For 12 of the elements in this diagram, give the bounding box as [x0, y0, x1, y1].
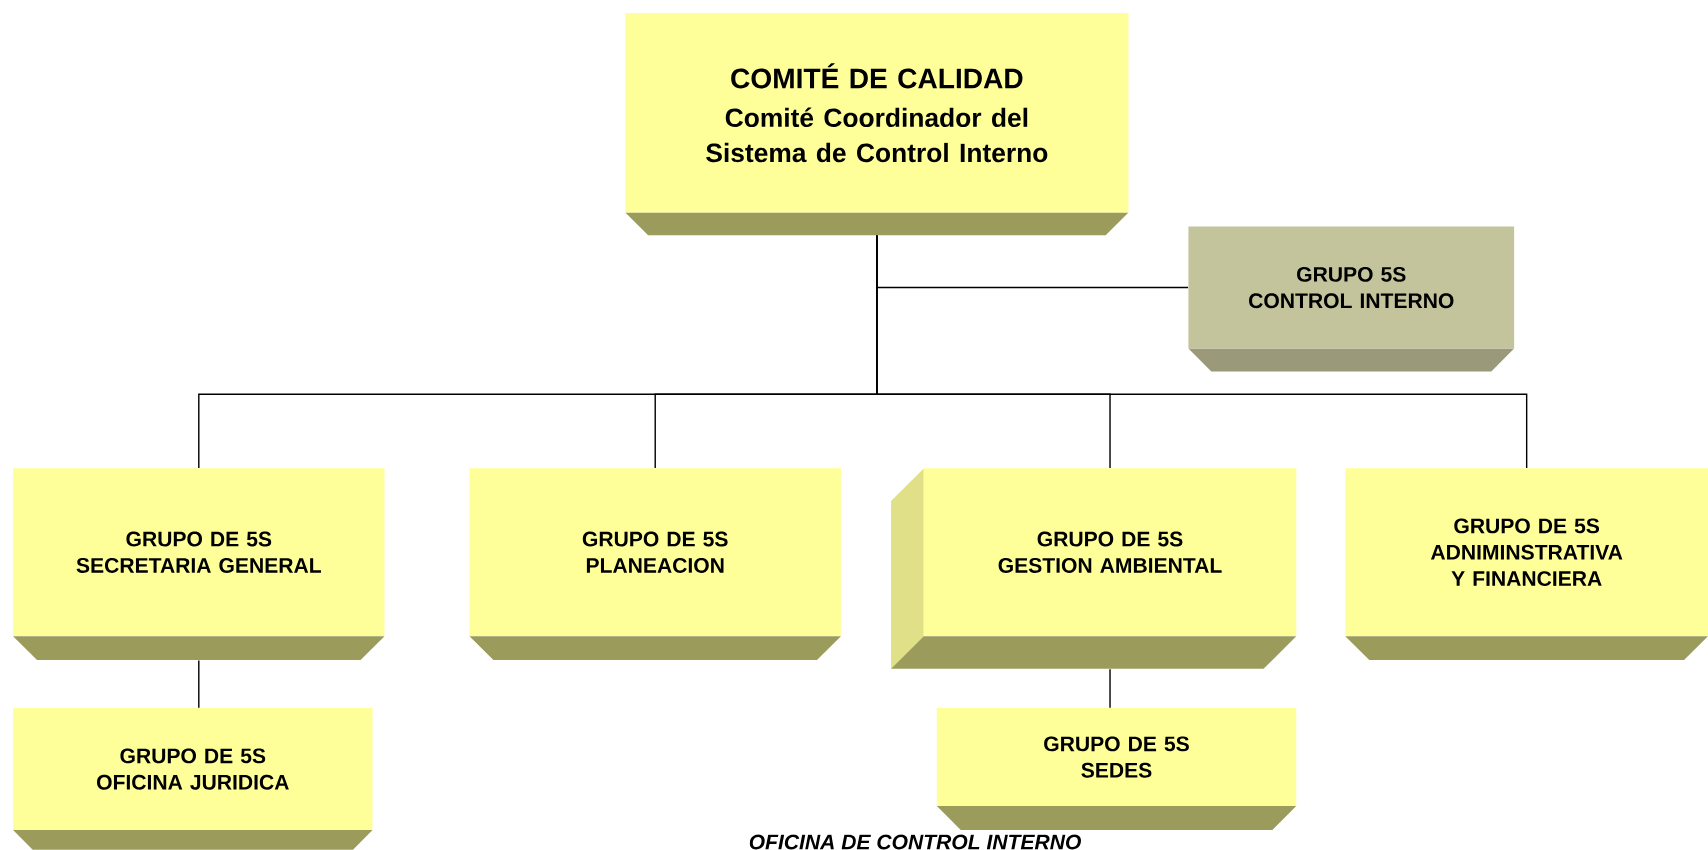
- connector-line: [1109, 668, 1111, 709]
- org-box: COMITÉ DE CALIDAD Comité Coordinador del Sistema de Control Interno: [625, 13, 1129, 236]
- org-box: GRUPO DE 5S GESTION AMBIENTAL: [891, 468, 1297, 669]
- org-box: GRUPO DE 5S OFICINA JURIDICA: [13, 708, 373, 850]
- connector-line: [198, 659, 200, 709]
- org-box: GRUPO 5S CONTROL INTERNO: [1188, 226, 1515, 372]
- org-box: GRUPO DE 5S ADNIMINSTRATIVA Y FINANCIERA: [1345, 468, 1708, 661]
- org-box: GRUPO DE 5S SECRETARIA GENERAL: [13, 468, 385, 661]
- connector-line: [876, 234, 1528, 469]
- org-box: GRUPO DE 5S SEDES: [936, 708, 1297, 831]
- caption: OFICINA DE CONTROL INTERNO: [749, 834, 1081, 850]
- org-box: GRUPO DE 5S PLANEACION: [469, 468, 841, 661]
